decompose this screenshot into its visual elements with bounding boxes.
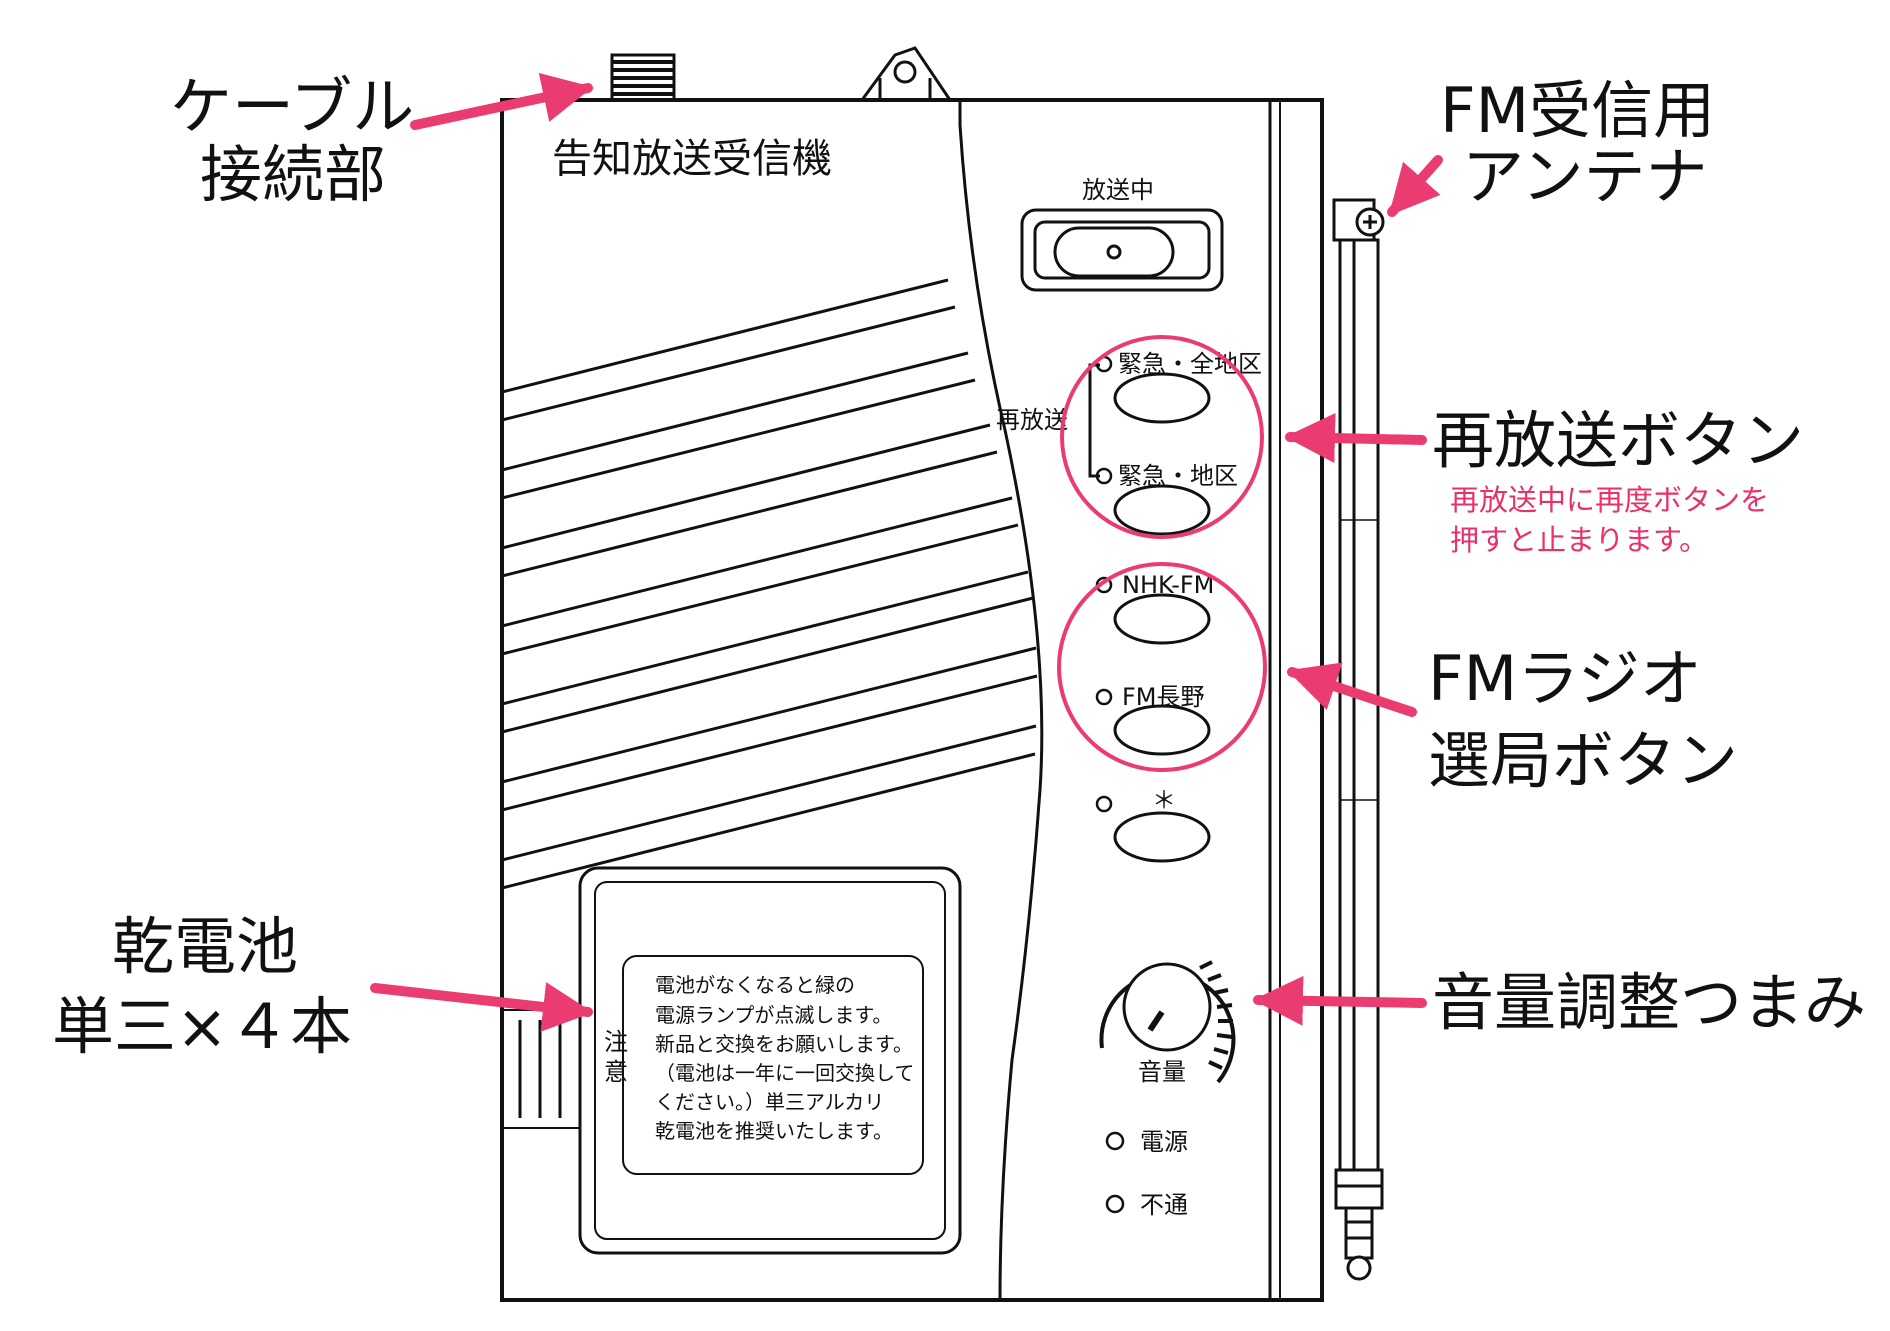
notice-line: 電源ランプが点滅します。 [655, 1003, 892, 1027]
receiver-device [500, 46, 1385, 1302]
callout-rebroadcast-note-1: 再放送中に再度ボタンを [1450, 483, 1769, 517]
notice-line: 乾電池を推奨いたします。 [655, 1119, 893, 1143]
callout-cable-2: 接続部 [200, 138, 386, 211]
rebroadcast-label: 再放送 [996, 406, 1068, 434]
on-air-lamp [1020, 208, 1224, 292]
arrow-cable [410, 72, 593, 130]
button-nhk-fm[interactable] [1113, 593, 1211, 645]
led-no-signal [1105, 1194, 1125, 1214]
button-emergency-district[interactable] [1113, 484, 1211, 536]
arrow-antenna [1387, 155, 1443, 217]
callout-fm-select-1: FMラジオ [1428, 642, 1702, 715]
rebroadcast-highlight [1060, 335, 1264, 539]
volume-knob[interactable] [1099, 960, 1236, 1084]
callout-rebroadcast-title: 再放送ボタン [1432, 404, 1804, 477]
callout-arrows [370, 72, 1443, 1032]
label-emergency-district: 緊急・地区 [1118, 462, 1238, 490]
label-no-signal: 不通 [1140, 1191, 1188, 1219]
notice-line: ください。）単三アルカリ [655, 1090, 884, 1114]
hanging-bracket [860, 46, 952, 101]
device-title: 告知放送受信機 [552, 136, 832, 182]
callout-antenna-1: FM受信用 [1440, 74, 1715, 147]
label-fm-nagano: FM長野 [1122, 683, 1205, 711]
notice-label-frame [622, 955, 924, 1175]
notice-heading-1: 注 [604, 1028, 628, 1056]
notice-heading-2: 意 [604, 1058, 628, 1086]
callout-rebroadcast-note-2: 押すと止まります。 [1450, 523, 1708, 557]
fm-antenna [1332, 198, 1385, 1281]
led-fm-nagano [1095, 688, 1113, 706]
notice-line: （電池は一年に一回交換して [655, 1061, 914, 1085]
panel-curve [958, 100, 1044, 1301]
arrow-fm-select [1287, 662, 1417, 717]
button-aux[interactable] [1113, 811, 1211, 863]
speaker-grille [501, 278, 1038, 890]
cable-connector [610, 53, 676, 107]
callout-volume: 音量調整つまみ [1432, 966, 1866, 1039]
notice-line: 電池がなくなると緑の [655, 973, 855, 997]
callout-fm-select-2: 選局ボタン [1428, 724, 1738, 797]
arrow-battery [370, 982, 593, 1032]
on-air-label: 放送中 [1082, 176, 1154, 204]
arrow-rebroadcast [1285, 413, 1427, 464]
callout-antenna-2: アンテナ [1462, 140, 1708, 213]
led-aux [1095, 795, 1113, 813]
label-aux: ＊ [1152, 786, 1176, 814]
callout-battery-2: 単三×４本 [52, 990, 352, 1063]
label-power: 電源 [1140, 1128, 1188, 1156]
led-power [1105, 1131, 1125, 1151]
volume-label: 音量 [1138, 1058, 1186, 1086]
button-fm-nagano[interactable] [1113, 704, 1211, 756]
led-emergency-district [1095, 467, 1113, 485]
label-nhk-fm: NHK-FM [1122, 571, 1214, 599]
notice-line: 新品と交換をお願いします。 [655, 1032, 913, 1056]
button-emergency-all[interactable] [1113, 372, 1211, 424]
arrow-volume [1253, 975, 1427, 1026]
callout-cable-1: ケーブル [170, 70, 414, 143]
callout-battery-1: 乾電池 [112, 910, 298, 983]
fm-select-highlight [1057, 562, 1267, 772]
